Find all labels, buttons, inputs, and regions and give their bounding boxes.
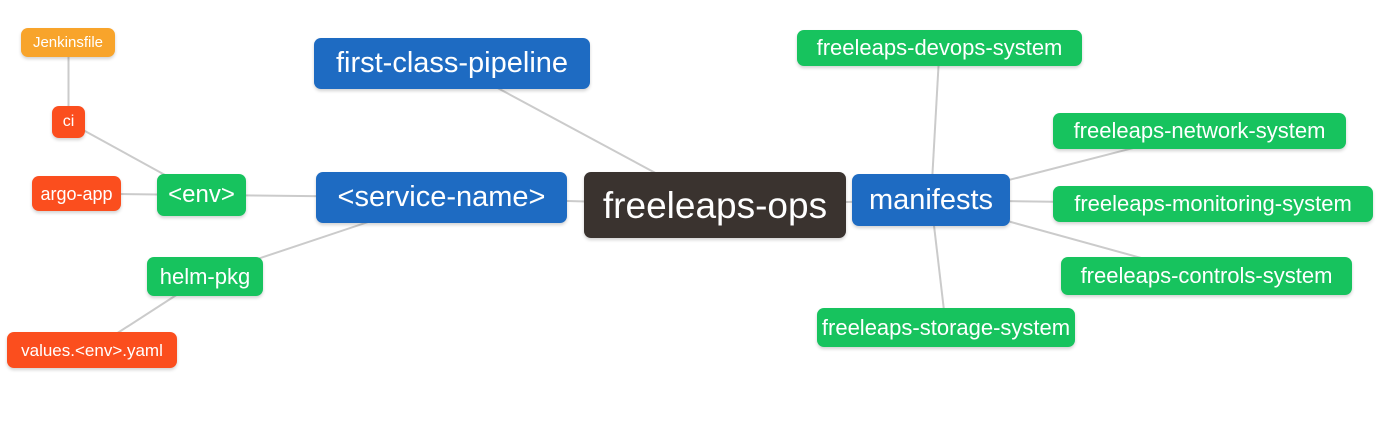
node-freeleaps-ops[interactable]: freeleaps-ops [584,172,846,238]
node-values-env-yaml[interactable]: values.<env>.yaml [7,332,177,368]
node-freeleaps-controls-system-label: freeleaps-controls-system [1080,263,1333,288]
node-first-class-pipeline-label: first-class-pipeline [335,47,569,79]
node-first-class-pipeline[interactable]: first-class-pipeline [314,38,590,89]
node-argo-app-label: argo-app [40,183,113,204]
node-helm-pkg-label: helm-pkg [159,263,251,289]
node-freeleaps-network-system[interactable]: freeleaps-network-system [1053,113,1346,149]
node-freeleaps-controls-system[interactable]: freeleaps-controls-system [1061,257,1352,295]
node-freeleaps-network-system-label: freeleaps-network-system [1073,118,1326,143]
node-freeleaps-storage-system[interactable]: freeleaps-storage-system [817,308,1075,347]
node-service-name-label: <service-name> [337,181,546,213]
node-freeleaps-monitoring-system-label: freeleaps-monitoring-system [1074,191,1352,216]
node-freeleaps-ops-label: freeleaps-ops [602,184,828,226]
node-freeleaps-storage-system-label: freeleaps-storage-system [821,314,1071,340]
node-manifests-label: manifests [868,183,994,216]
node-ci-label: ci [62,113,75,130]
node-freeleaps-monitoring-system[interactable]: freeleaps-monitoring-system [1053,186,1373,222]
node-freeleaps-devops-system-label: freeleaps-devops-system [816,35,1063,60]
node-ci[interactable]: ci [52,106,85,138]
node-helm-pkg[interactable]: helm-pkg [147,257,263,296]
node-env-label: <env> [168,181,235,208]
node-argo-app[interactable]: argo-app [32,176,121,211]
node-jenkinsfile-label: Jenkinsfile [32,34,104,51]
node-freeleaps-devops-system[interactable]: freeleaps-devops-system [797,30,1082,66]
node-manifests[interactable]: manifests [852,174,1010,226]
node-env[interactable]: <env> [157,174,246,216]
node-jenkinsfile[interactable]: Jenkinsfile [21,28,115,57]
node-service-name[interactable]: <service-name> [316,172,567,223]
node-values-env-yaml-label: values.<env>.yaml [21,340,163,360]
